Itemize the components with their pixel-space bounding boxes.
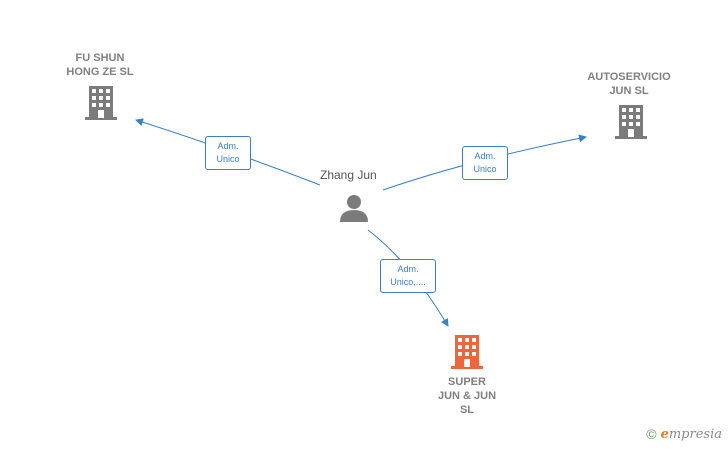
- company-label-fu-shun[interactable]: FU SHUN HONG ZE SL: [66, 52, 134, 78]
- person-icon[interactable]: [339, 193, 369, 223]
- building-icon[interactable]: [615, 105, 647, 139]
- edge-label-fu-shun[interactable]: Adm. Unico: [205, 136, 251, 170]
- company-label-autoservicio[interactable]: AUTOSERVICIO JUN SL: [587, 71, 671, 97]
- copyright-icon: ©: [646, 426, 657, 442]
- brand-logo: empresia: [660, 427, 722, 442]
- company-label-super-jun[interactable]: SUPER JUN & JUN SL: [437, 376, 497, 416]
- edge-label-super-jun[interactable]: Adm. Unico,....: [380, 259, 436, 293]
- building-icon[interactable]: [85, 86, 117, 120]
- brand-watermark: © empresia: [646, 426, 722, 442]
- person-label[interactable]: Zhang Jun: [320, 168, 377, 182]
- building-icon-highlighted[interactable]: [451, 335, 483, 369]
- edge-label-autoservicio[interactable]: Adm. Unico: [462, 146, 508, 180]
